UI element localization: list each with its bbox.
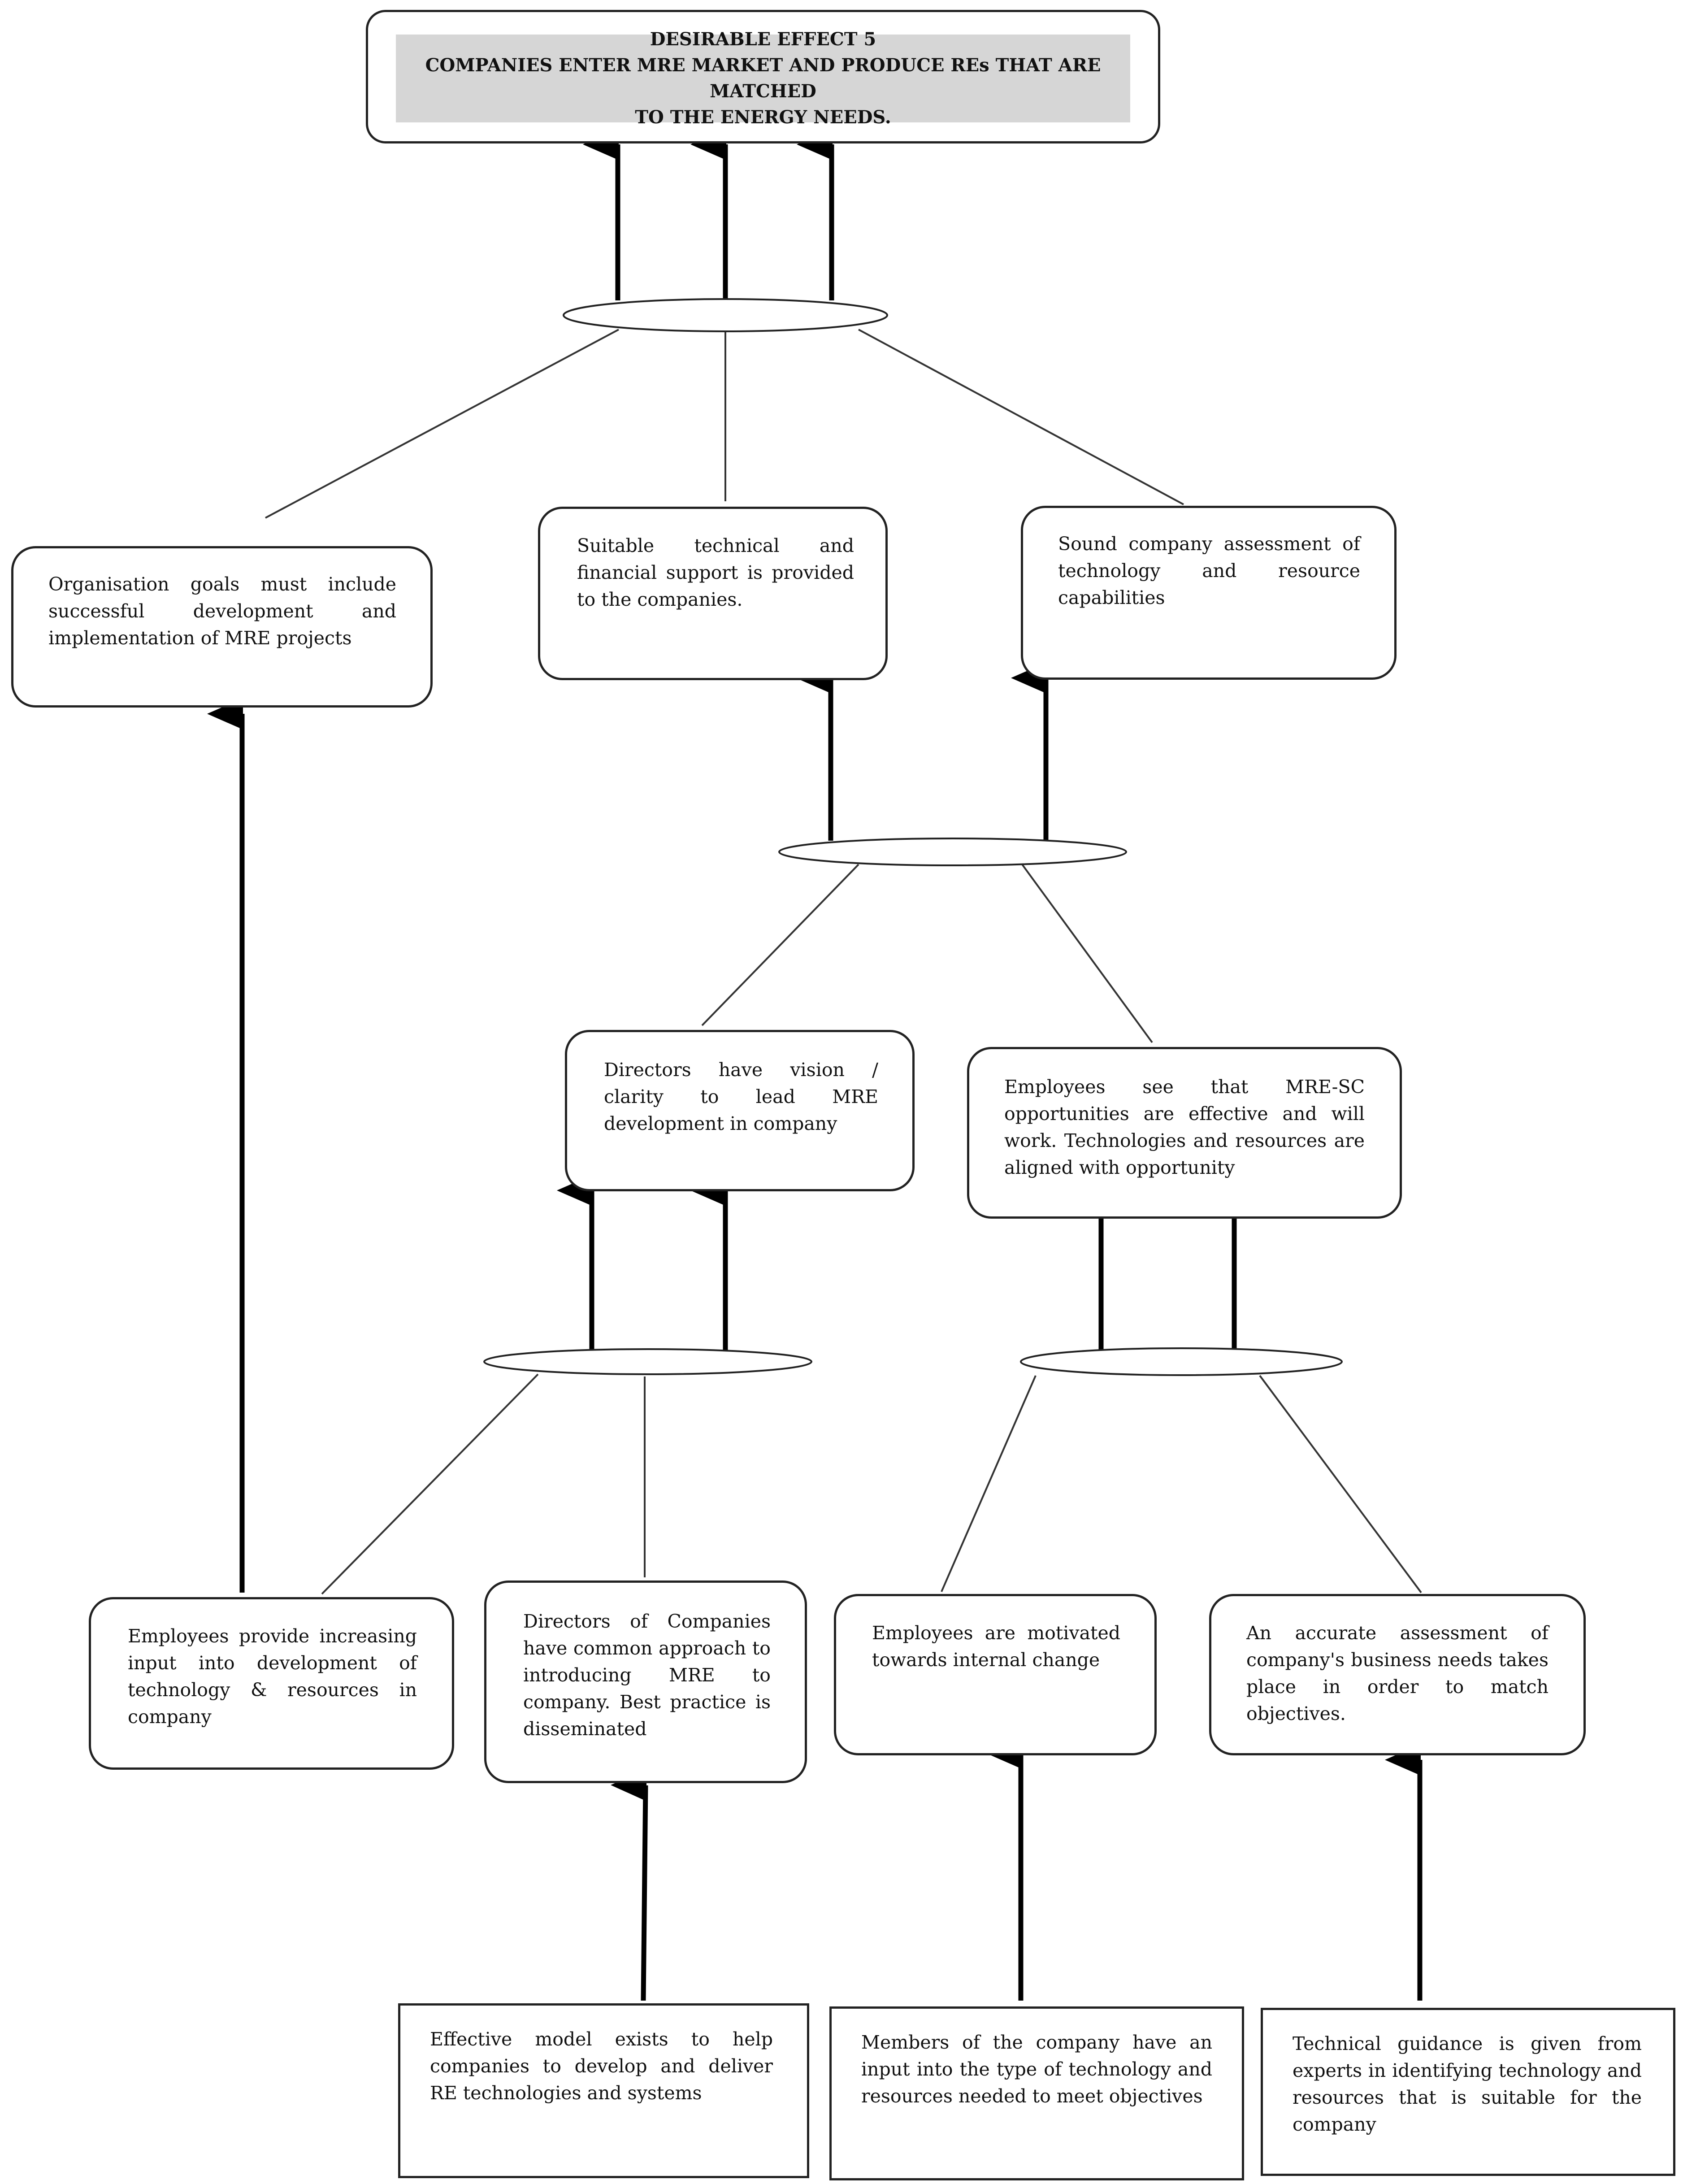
node-employees-input: Employees provide increasing input into … bbox=[89, 1597, 454, 1770]
node-employees-input-text: Employees provide increasing input into … bbox=[128, 1625, 417, 1728]
node-company-assessment: Sound company assessment of technology a… bbox=[1021, 506, 1397, 680]
desirable-effect-box: DESIRABLE EFFECT 5 COMPANIES ENTER MRE M… bbox=[366, 10, 1160, 143]
node-business-needs-text: An accurate assessment of company's busi… bbox=[1246, 1622, 1549, 1724]
and-junction-left bbox=[483, 1348, 812, 1375]
connector-employees-see bbox=[1021, 864, 1153, 1043]
connector-employees-input bbox=[321, 1373, 539, 1595]
and-junction-right bbox=[1020, 1347, 1343, 1376]
node-directors-approach-text: Directors of Companies have common appro… bbox=[523, 1611, 771, 1740]
node-members-input: Members of the company have an input int… bbox=[829, 2006, 1244, 2180]
top-junction-group bbox=[265, 129, 1184, 519]
left-junction-group bbox=[321, 1175, 812, 1595]
node-members-input-text: Members of the company have an input int… bbox=[861, 2032, 1212, 2107]
node-business-needs: An accurate assessment of company's busi… bbox=[1209, 1594, 1586, 1755]
node-org-goals-text: Organisation goals must include successf… bbox=[48, 573, 396, 649]
node-tech-fin-support: Suitable technical and financial support… bbox=[538, 507, 888, 680]
title-line-2: COMPANIES ENTER MRE MARKET AND PRODUCE R… bbox=[425, 55, 1101, 102]
title-band: DESIRABLE EFFECT 5 COMPANIES ENTER MRE M… bbox=[396, 29, 1130, 128]
connector-directors-vision bbox=[701, 864, 859, 1026]
node-technical-guidance: Technical guidance is given from experts… bbox=[1261, 2008, 1675, 2176]
right-junction-group bbox=[941, 1173, 1422, 1593]
node-tech-fin-support-text: Suitable technical and financial support… bbox=[577, 535, 854, 610]
title-line-3: TO THE ENERGY NEEDS. bbox=[635, 107, 891, 128]
and-junction-top bbox=[563, 298, 888, 332]
connector-employees-motivated bbox=[941, 1375, 1037, 1592]
node-org-goals: Organisation goals must include successf… bbox=[11, 546, 433, 708]
arrow-effective-model-to-directors-approach bbox=[611, 1770, 648, 2001]
node-directors-vision-text: Directors have vision / clarity to lead … bbox=[604, 1059, 878, 1134]
node-effective-model-text: Effective model exists to help companies… bbox=[430, 2028, 773, 2104]
title-line-1: DESIRABLE EFFECT 5 bbox=[650, 29, 876, 50]
node-effective-model: Effective model exists to help companies… bbox=[398, 2003, 809, 2178]
node-company-assessment-text: Sound company assessment of technology a… bbox=[1058, 533, 1360, 608]
connector-assessment bbox=[858, 329, 1184, 505]
second-junction-group bbox=[701, 662, 1153, 1043]
node-employees-motivated: Employees are motivated towards internal… bbox=[834, 1594, 1157, 1755]
node-directors-vision: Directors have vision / clarity to lead … bbox=[565, 1030, 915, 1191]
connector-org-goals bbox=[265, 329, 619, 519]
and-junction-second bbox=[778, 838, 1127, 866]
node-technical-guidance-text: Technical guidance is given from experts… bbox=[1293, 2033, 1642, 2135]
node-employees-see-text: Employees see that MRE-SC opportunities … bbox=[1004, 1076, 1365, 1178]
node-employees-motivated-text: Employees are motivated towards internal… bbox=[872, 1622, 1120, 1671]
connector-business-needs bbox=[1259, 1375, 1422, 1593]
node-directors-approach: Directors of Companies have common appro… bbox=[484, 1580, 807, 1783]
node-employees-see: Employees see that MRE-SC opportunities … bbox=[967, 1047, 1402, 1219]
